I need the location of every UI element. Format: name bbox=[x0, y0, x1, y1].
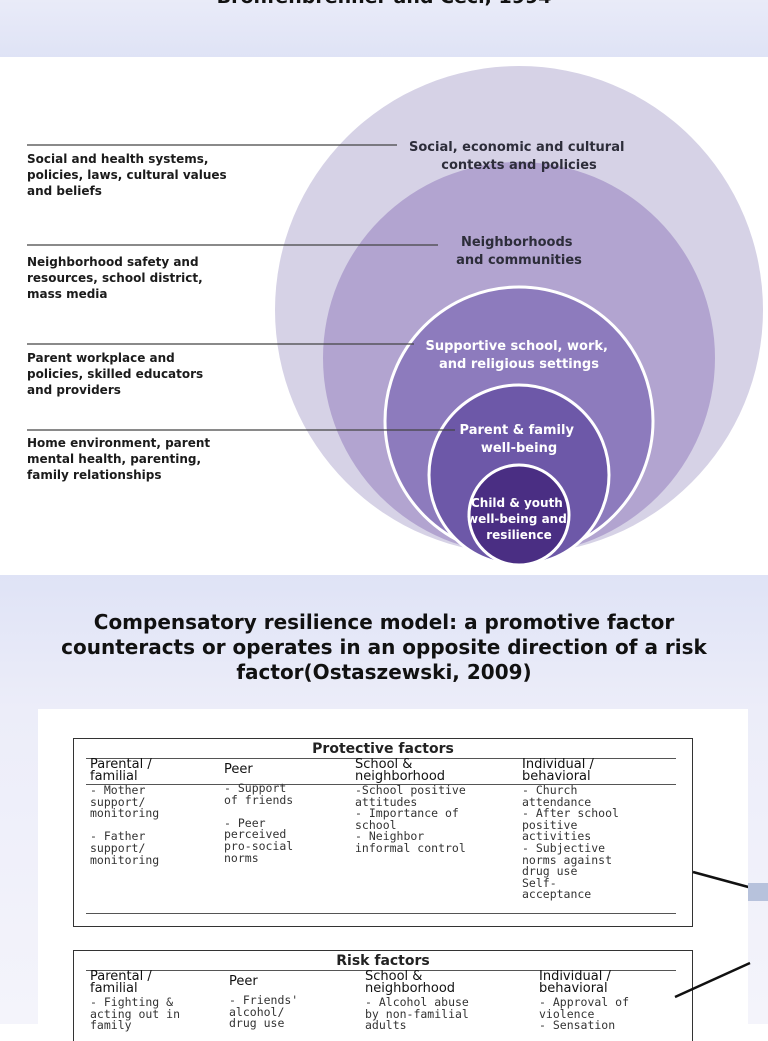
column-header: Parental / familial bbox=[90, 757, 152, 784]
risk-col-peer: Peer - Friends' alcohol/ drug use bbox=[229, 971, 354, 1030]
protective-arrow-line bbox=[692, 870, 753, 890]
protective-col-parental: Parental / familial - Mother support/ mo… bbox=[90, 757, 220, 867]
circle-label-family: Parent & family well-being bbox=[460, 423, 579, 456]
column-items: - Friends' alcohol/ drug use bbox=[229, 993, 299, 1031]
protective-rule-top bbox=[86, 758, 676, 759]
risk-arrow-line bbox=[674, 961, 751, 999]
model-title: Compensatory resilience model: a promoti… bbox=[61, 610, 707, 684]
column-header: Peer bbox=[229, 974, 258, 989]
risk-col-parental: Parental / familial - Fighting & acting … bbox=[90, 969, 220, 1032]
top-title: Bronfenbrenner and Ceci, 1994 bbox=[0, 0, 768, 8]
protective-heading: Protective factors bbox=[312, 741, 454, 757]
side-note-3: Parent workplace and policies, skilled e… bbox=[27, 351, 207, 397]
circle-label-neighborhoods: Neighborhoods and communities bbox=[456, 235, 582, 268]
protective-col-individual: Individual / behavioral - Church attenda… bbox=[522, 757, 682, 902]
side-note-2: Neighborhood safety and resources, schoo… bbox=[27, 255, 207, 301]
column-header: Individual / behavioral bbox=[522, 757, 594, 784]
protective-rule-bottom bbox=[86, 913, 676, 914]
protective-col-peer: Peer - Support of friends - Peer perceiv… bbox=[224, 759, 349, 864]
side-note-1: Social and health systems, policies, law… bbox=[27, 152, 231, 198]
circle-child-youth bbox=[467, 463, 571, 567]
arrow-target-box bbox=[748, 883, 768, 901]
column-items: -School positive attitudes - Importance … bbox=[355, 783, 466, 855]
risk-rule-top bbox=[86, 970, 676, 971]
ecological-model-diagram: Social, economic and cultural contexts a… bbox=[27, 66, 763, 567]
risk-heading: Risk factors bbox=[336, 953, 430, 969]
column-items: - Mother support/ monitoring - Father su… bbox=[90, 783, 160, 867]
column-items: - Church attendance - After school posit… bbox=[522, 783, 619, 902]
top-title-band: Bronfenbrenner and Ceci, 1994 bbox=[0, 0, 768, 57]
side-note-4: Home environment, parent mental health, … bbox=[27, 436, 214, 482]
protective-rule-header bbox=[86, 784, 676, 785]
column-header: Peer bbox=[224, 762, 253, 777]
protective-col-school: School & neighborhood -School positive a… bbox=[355, 757, 515, 855]
circle-label-school: Supportive school, work, and religious s… bbox=[425, 339, 612, 372]
ecological-model-panel: Social, economic and cultural contexts a… bbox=[0, 57, 768, 575]
protective-factors-table: Protective factors Parental / familial -… bbox=[73, 738, 693, 927]
circle-label-child: Child & youth well-being and resilience bbox=[467, 496, 571, 542]
column-header: Parental / familial bbox=[90, 969, 152, 996]
column-items: - Support of friends - Peer perceived pr… bbox=[224, 781, 294, 865]
column-header: School & neighborhood bbox=[355, 757, 446, 784]
column-header: Individual / behavioral bbox=[539, 969, 611, 996]
column-header: School & neighborhood bbox=[365, 969, 456, 996]
circle-label-social: Social, economic and cultural contexts a… bbox=[409, 140, 629, 173]
